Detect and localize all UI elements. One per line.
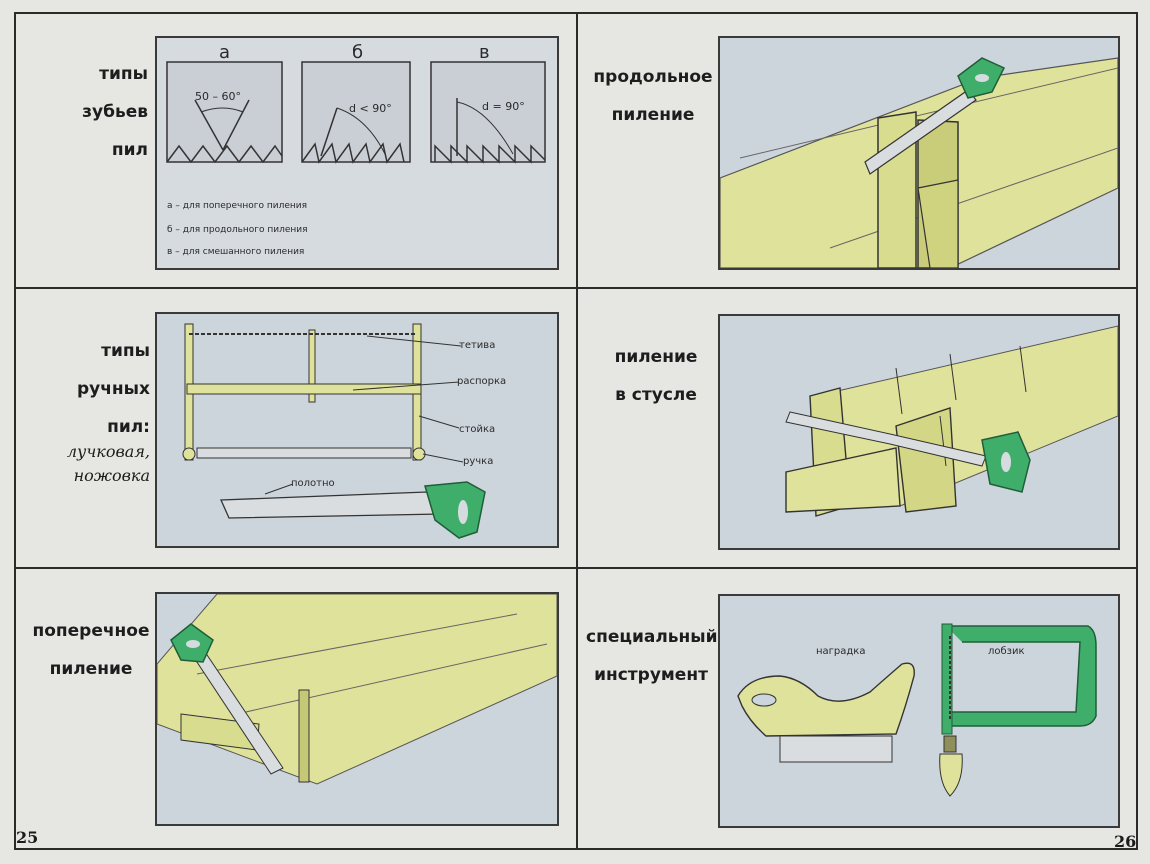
tooth-angle-c: d = 90°	[482, 100, 525, 113]
outer-border-left	[14, 12, 16, 850]
tooth-legend-line-c: в – для смешанного пиления	[167, 247, 304, 257]
tooth-col-a-label: а	[219, 42, 230, 63]
outer-border-right	[1136, 12, 1138, 850]
callout-rasporka: распорка	[457, 376, 506, 387]
tooth-legend-line-a: а – для поперечного пиления	[167, 201, 307, 211]
hand-saws-label: типы ручных пил:	[76, 341, 150, 437]
rip-sawing-label: продольное пиление	[593, 67, 713, 125]
special-tool-label: специальный инструмент	[586, 627, 718, 685]
row-divider-2	[14, 567, 1138, 569]
tooth-angle-b: d < 90°	[349, 102, 392, 115]
callout-lobzik: лобзик	[988, 646, 1025, 657]
tooth-col-b-label: б	[352, 42, 363, 63]
callout-tetiva: тетива	[459, 340, 495, 351]
hand-saws-illustration: тетива распорка стойка ручка полотно	[155, 312, 559, 548]
callout-nagradka: наградка	[816, 646, 865, 657]
special-tool-illustration: наградка лобзик	[718, 594, 1120, 828]
miter-box-illustration	[718, 314, 1120, 550]
tooth-profile-b	[301, 61, 411, 164]
callout-stoika: стойка	[459, 424, 495, 435]
tooth-types-figure: а б в 50 – 60° d < 90° d = 90° а – для п	[155, 36, 559, 270]
callout-ruchka: ручка	[463, 456, 493, 467]
tooth-profile-a	[166, 61, 283, 164]
rip-sawing-illustration	[718, 36, 1120, 270]
hand-saws-sub: лучковая, ножовка	[66, 442, 150, 485]
tooth-col-c-label: в	[479, 42, 490, 63]
tooth-profile-c	[430, 61, 546, 164]
callout-polotno: полотно	[291, 478, 335, 489]
miter-box-label: пиление в стусле	[614, 347, 698, 405]
cross-sawing-illustration	[155, 592, 559, 826]
page-number-right: 26	[1114, 832, 1137, 851]
cross-sawing-label: поперечное пиление	[32, 621, 150, 679]
page-number-left: 25	[16, 828, 39, 847]
tooth-types-label: типы зубьев пил	[82, 64, 148, 160]
center-divider	[576, 12, 578, 850]
row-divider-1	[14, 287, 1138, 289]
tooth-legend-line-b: б – для продольного пиления	[167, 225, 308, 235]
tooth-angle-a: 50 – 60°	[195, 90, 241, 103]
